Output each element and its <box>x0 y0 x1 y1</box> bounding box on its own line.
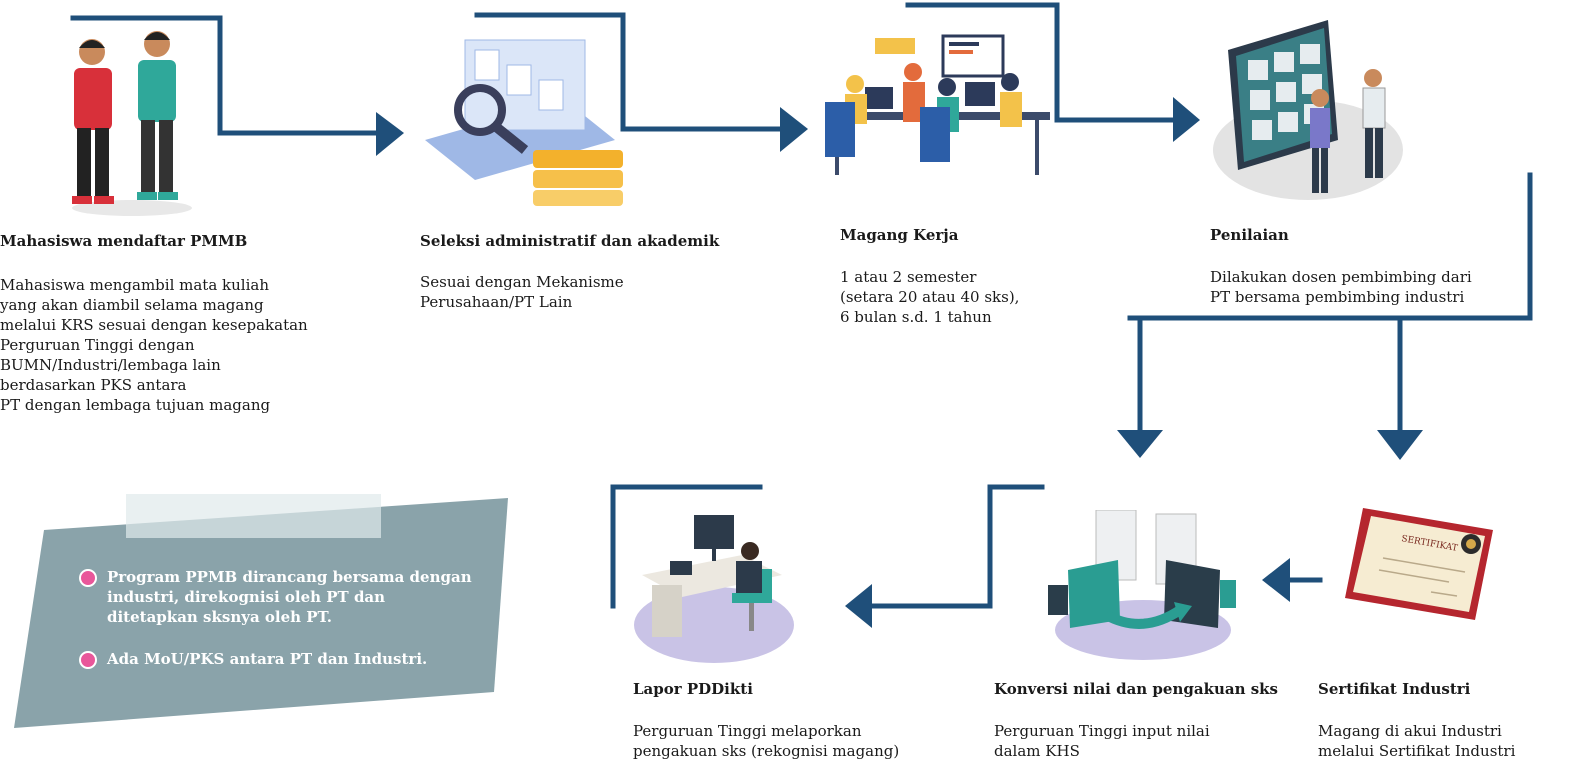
step2-title: Seleksi administratif dan akademik <box>420 232 720 250</box>
step2-description: Sesuai dengan Mekanisme Perusahaan/PT La… <box>420 273 624 311</box>
note-bullet-1 <box>79 569 97 587</box>
note-item-1: Program PPMB dirancang bersama dengan in… <box>107 568 472 626</box>
reporting-illustration <box>634 515 794 663</box>
selection-illustration <box>425 39 623 206</box>
step5-title: Lapor PDDikti <box>633 680 753 698</box>
connector-step3-step4 <box>905 2 1181 123</box>
students-illustration <box>72 31 192 216</box>
step6-title: Konversi nilai dan pengakuan sks <box>994 680 1278 698</box>
step6-description: Perguruan Tinggi input nilai dalam KHS <box>994 722 1210 760</box>
arrow-right-1 <box>376 112 404 156</box>
arrow-down-konversi <box>1117 430 1163 458</box>
step4-description: Dilakukan dosen pembimbing dari PT bersa… <box>1210 268 1472 306</box>
arrow-down-sertifikat <box>1377 430 1423 460</box>
step1-description: Mahasiswa mengambil mata kuliah yang aka… <box>0 276 308 414</box>
note-panel <box>14 494 508 728</box>
connector-step2-step3 <box>474 12 788 132</box>
arrow-left-lapor <box>845 584 872 628</box>
certificate-illustration: SERTIFIKAT <box>1345 508 1493 620</box>
connector-step4-split <box>1127 172 1533 321</box>
bracket-lapor <box>610 484 763 609</box>
note-bullet-2 <box>79 651 97 669</box>
step7-title: Sertifikat Industri <box>1318 680 1471 698</box>
step3-description: 1 atau 2 semester (setara 20 atau 40 sks… <box>840 268 1020 326</box>
connector-konversi-lapor <box>867 484 1045 609</box>
arrow-left-konversi <box>1262 558 1290 602</box>
step4-title: Penilaian <box>1210 226 1289 244</box>
step7-description: Magang di akui Industri melalui Sertifik… <box>1318 722 1516 760</box>
step3-title: Magang Kerja <box>840 226 959 244</box>
note-item-2: Ada MoU/PKS antara PT dan Industri. <box>107 650 428 668</box>
assessment-illustration <box>1213 20 1403 200</box>
internship-illustration <box>825 34 1050 175</box>
arrow-right-2 <box>780 107 808 152</box>
step1-title: Mahasiswa mendaftar PMMB <box>0 232 248 250</box>
conversion-illustration <box>1048 510 1236 660</box>
connector-step1-step2 <box>70 15 383 136</box>
step5-description: Perguruan Tinggi melaporkan pengakuan sk… <box>633 722 900 760</box>
arrow-right-3 <box>1173 97 1200 142</box>
